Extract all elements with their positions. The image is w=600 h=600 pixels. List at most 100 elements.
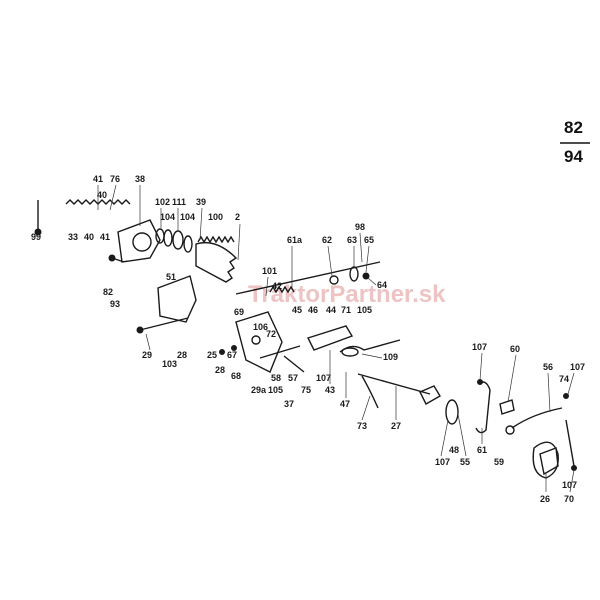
callout-label: 67 — [227, 350, 237, 360]
callout-label: 74 — [559, 374, 569, 384]
pin-107-b — [563, 393, 569, 399]
callout-label: 93 — [110, 299, 120, 309]
callout-label: 47 — [340, 399, 350, 409]
callout-label: 98 — [355, 222, 365, 232]
callout-label: 63 — [347, 235, 357, 245]
callout-label: 26 — [540, 494, 550, 504]
callout-label: 100 — [208, 212, 223, 222]
ring-111 — [172, 230, 184, 250]
bolt-82 — [111, 257, 125, 263]
leader-line — [327, 245, 333, 277]
callout-label: 58 — [271, 373, 281, 383]
leader-line — [457, 413, 467, 457]
pin-70-end — [571, 465, 577, 471]
callout-label: 70 — [564, 494, 574, 504]
flange-bore — [132, 232, 152, 252]
callout-label: 65 — [364, 235, 374, 245]
callout-label: 61 — [477, 445, 487, 455]
callout-label: 38 — [135, 174, 145, 184]
leader-line — [237, 223, 241, 261]
callout-label: 25 — [207, 350, 217, 360]
leader-line — [265, 276, 269, 297]
clip-60 — [499, 399, 515, 415]
callout-label: 44 — [326, 305, 336, 315]
pin-107-a — [477, 379, 483, 385]
callout-label: 62 — [322, 235, 332, 245]
leader-line — [361, 395, 371, 421]
callout-label: 103 — [162, 359, 177, 369]
callout-label: 45 — [292, 305, 302, 315]
callout-label: 107 — [570, 362, 585, 372]
ring-104 — [163, 229, 173, 247]
callout-label: 41 — [100, 232, 110, 242]
pin-70 — [565, 419, 575, 467]
callout-label: 107 — [562, 480, 577, 490]
callout-label: 55 — [460, 457, 470, 467]
leader-line — [367, 277, 377, 286]
nut-65 — [362, 272, 370, 280]
callout-label: 56 — [543, 362, 553, 372]
link-43 — [307, 325, 354, 351]
gear-sector — [195, 241, 238, 283]
callout-label: 41 — [93, 174, 103, 184]
leader-line — [145, 333, 151, 351]
callout-label: 76 — [110, 174, 120, 184]
lever-73 — [361, 375, 379, 409]
callout-label: 107 — [435, 457, 450, 467]
plate-48 — [445, 399, 459, 425]
callout-label: 2 — [235, 212, 240, 222]
page-reference: 82 94 — [560, 118, 590, 166]
callout-label: 43 — [325, 385, 335, 395]
callout-label: 106 — [253, 322, 268, 332]
page-ref-bottom: 94 — [564, 147, 583, 166]
callout-label: 102 — [155, 197, 170, 207]
lever-29-end — [136, 326, 144, 334]
ring-104b — [183, 235, 193, 253]
rod-58 — [259, 345, 301, 359]
callout-label: 107 — [472, 342, 487, 352]
callout-label: 40 — [97, 190, 107, 200]
callout-label: 105 — [357, 305, 372, 315]
rod-57 — [283, 355, 305, 373]
callout-label: 61a — [287, 235, 303, 245]
leader-line — [567, 372, 575, 395]
callout-label: 29 — [142, 350, 152, 360]
lever-109 — [339, 339, 401, 353]
leader-line — [361, 353, 383, 359]
lever-109-eye — [341, 347, 359, 357]
callout-label: 60 — [510, 344, 520, 354]
callout-label: 37 — [284, 399, 294, 409]
leader-lines — [97, 184, 575, 493]
exploded-assembly — [34, 199, 577, 479]
leader-line — [547, 372, 551, 413]
pivot-106 — [251, 335, 261, 345]
leader-line — [507, 354, 517, 403]
callout-label: 71 — [341, 305, 351, 315]
lever-plate — [235, 311, 283, 373]
nut-62 — [329, 275, 339, 285]
callout-label: 82 — [103, 287, 113, 297]
callout-label: 111 — [172, 197, 186, 207]
lever-61 — [475, 381, 491, 434]
knob-26 — [532, 441, 559, 479]
page-ref-top: 82 — [564, 118, 583, 137]
callout-label: 99 — [31, 232, 41, 242]
lever-29 — [139, 317, 189, 331]
leader-line — [365, 245, 370, 273]
callout-label: 48 — [449, 445, 459, 455]
shaft-spring — [269, 285, 295, 294]
gear-teeth — [197, 235, 235, 244]
callout-label: 59 — [494, 457, 504, 467]
leader-line — [359, 232, 363, 263]
callout-label: 75 — [301, 385, 311, 395]
handle-56 — [511, 407, 563, 429]
callout-label: 107 — [316, 373, 331, 383]
callout-label: 69 — [234, 307, 244, 317]
bolt-head-99 — [34, 228, 42, 236]
callout-label: 33 — [68, 232, 78, 242]
callout-label: 42 — [272, 281, 282, 291]
callout-label: 68 — [231, 371, 241, 381]
rod-27-end — [419, 385, 441, 405]
pin-67 — [231, 345, 237, 351]
